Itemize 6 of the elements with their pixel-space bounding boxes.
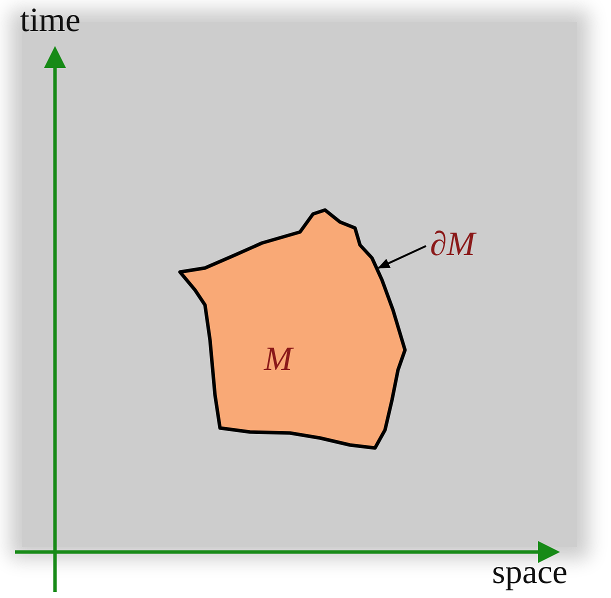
region-label: M xyxy=(264,343,292,377)
boundary-label: ∂M xyxy=(430,226,476,263)
axis-label: space xyxy=(492,556,568,590)
axis-label: time xyxy=(20,4,80,38)
region-shape xyxy=(176,206,408,451)
leader-arrow xyxy=(378,245,426,269)
